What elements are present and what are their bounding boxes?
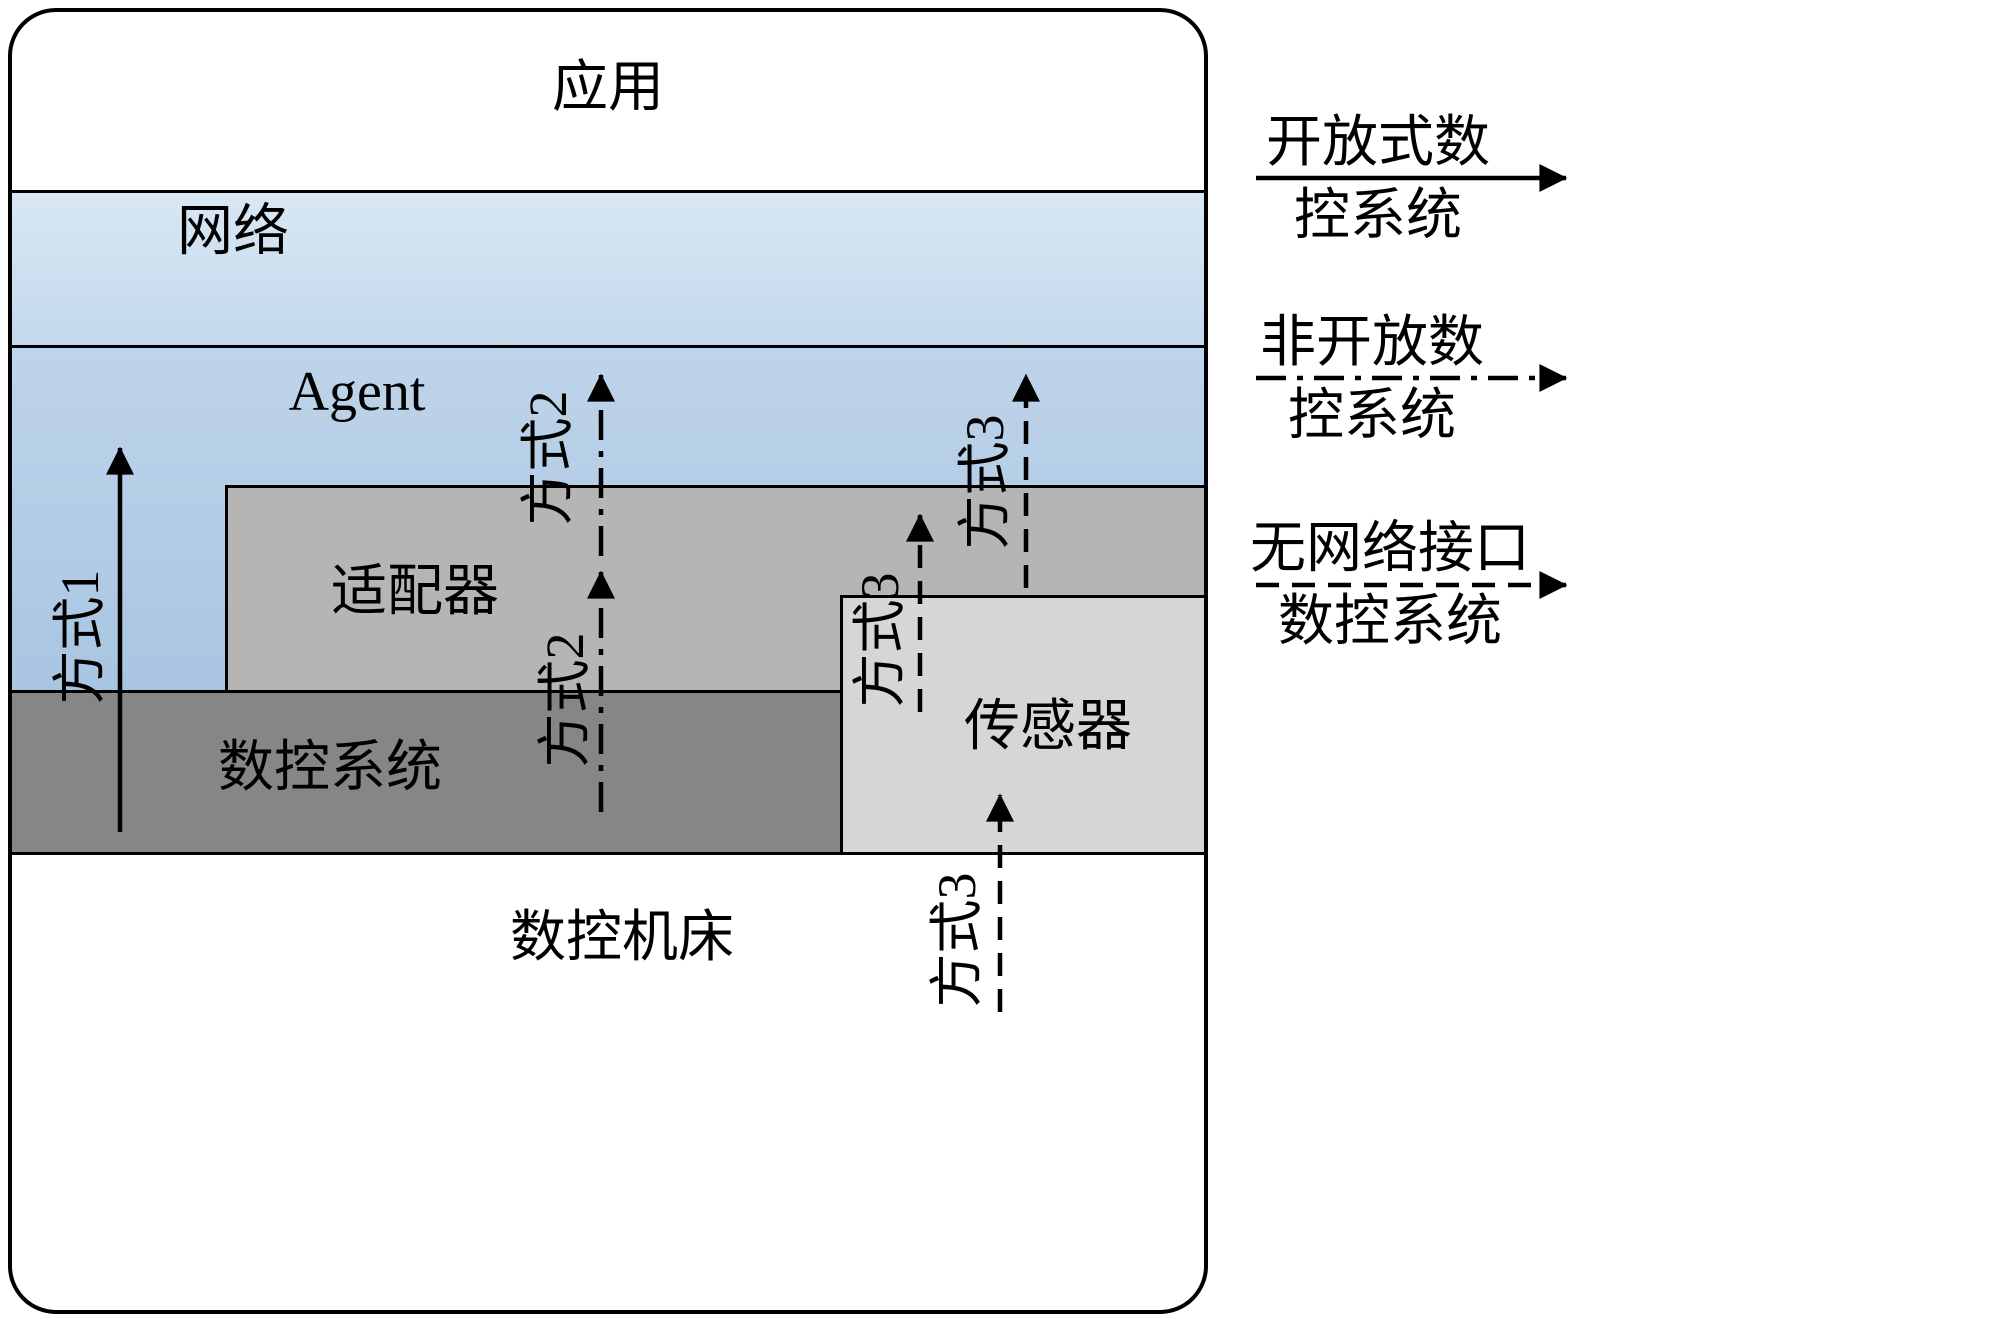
- method1-label: 方式1: [50, 569, 110, 705]
- method2-lower-label: 方式2: [535, 632, 595, 768]
- machine-label: 数控机床: [510, 907, 734, 969]
- legend-no-network-line2: 数控系统: [1278, 591, 1502, 653]
- cnc-system-box: [12, 690, 843, 855]
- legend-nonopen-line1: 非开放数: [1260, 312, 1484, 374]
- network-layer-band: [12, 190, 1204, 345]
- adapter-label: 适配器: [331, 561, 499, 623]
- method3-agent-label: 方式3: [955, 414, 1015, 550]
- application-label: 应用: [552, 57, 664, 119]
- agent-label: Agent: [288, 361, 426, 423]
- machine-tool-container: [8, 8, 1208, 1314]
- legend-nonopen-line2: 控系统: [1288, 385, 1456, 447]
- method3-sensor-label: 方式3: [927, 872, 987, 1008]
- sensor-box: [840, 595, 1204, 855]
- sensor-label: 传感器: [964, 696, 1132, 758]
- method2-upper-label: 方式2: [518, 390, 578, 526]
- network-label: 网络: [177, 201, 289, 263]
- cnc-system-label: 数控系统: [218, 737, 442, 799]
- legend-no-network-line1: 无网络接口: [1250, 518, 1530, 580]
- legend-open-line2: 控系统: [1294, 185, 1462, 247]
- legend-open-line1: 开放式数: [1266, 112, 1490, 174]
- method3-adapter-label: 方式3: [850, 572, 910, 708]
